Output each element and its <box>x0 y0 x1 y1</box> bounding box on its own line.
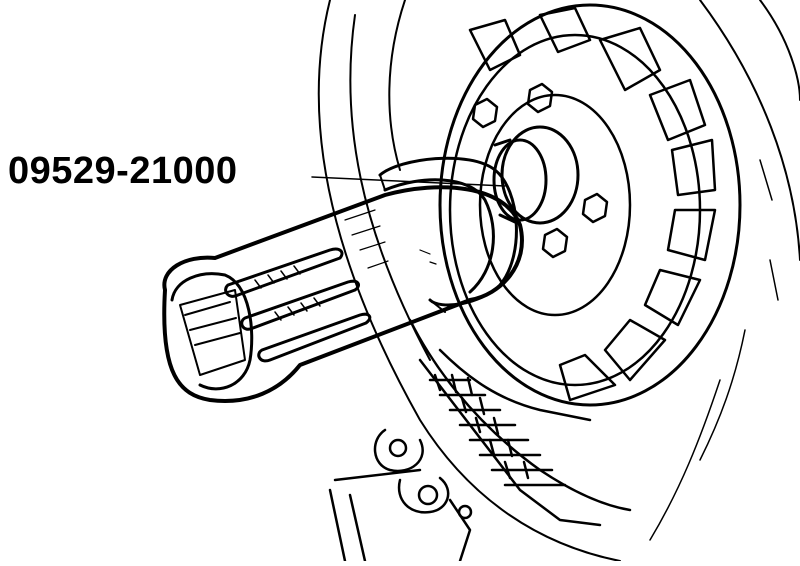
brake-assembly <box>328 318 632 563</box>
rim-spoke-windows <box>468 6 717 402</box>
lug-nuts <box>471 82 609 259</box>
tire-sidewall-lines <box>649 159 779 541</box>
hub-nut <box>492 125 580 225</box>
tire-outline <box>317 0 800 562</box>
wheel-rim <box>438 3 742 407</box>
part-number-label: 09529-21000 <box>8 150 238 192</box>
special-tool-socket <box>162 156 524 403</box>
